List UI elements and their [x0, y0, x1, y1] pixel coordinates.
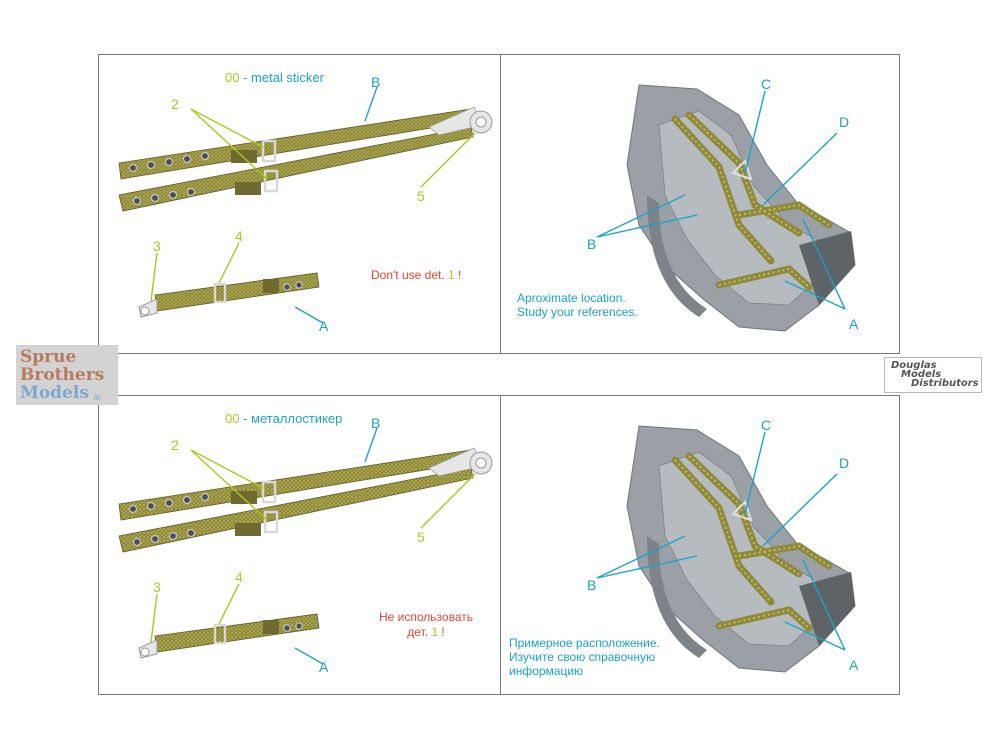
- warning-text: Don't use det. 1 !: [371, 268, 462, 282]
- label-b-strap: B: [371, 415, 381, 431]
- sticker-text: - металлостикер: [243, 411, 343, 426]
- label-b-seat: B: [587, 577, 597, 593]
- english-panel: 00 - metal sticker B 2 5 3 4 A Don't use…: [98, 54, 900, 354]
- label-a-seat: A: [849, 316, 859, 332]
- label-5: 5: [417, 529, 425, 545]
- sticker-code: 00: [225, 411, 240, 426]
- label-3: 3: [153, 579, 161, 595]
- location-note: Aproximate location. Study your referenc…: [517, 291, 638, 319]
- label-d: D: [839, 114, 850, 130]
- label-5: 5: [417, 188, 425, 204]
- label-a-strap: A: [319, 318, 329, 334]
- panel-divider: [500, 55, 501, 353]
- russian-artwork: [118, 425, 856, 673]
- label-4: 4: [235, 228, 243, 244]
- label-4: 4: [235, 569, 243, 585]
- sticker-code: 00: [225, 70, 240, 85]
- sticker-legend: 00 - metal sticker: [225, 71, 324, 84]
- seat-illustration: [626, 425, 856, 673]
- warning-text: Не использовать дет. 1 !: [379, 610, 473, 639]
- label-d: D: [839, 455, 850, 471]
- location-note: Примерное расположение. Изучите свою спр…: [509, 636, 660, 678]
- label-2: 2: [171, 437, 179, 453]
- russian-panel: 00 - металлостикер B 2 5 3 4 A Не исполь…: [98, 395, 900, 695]
- upper-strap: [118, 447, 493, 553]
- label-b-strap: B: [371, 74, 381, 90]
- english-artwork: [118, 84, 856, 332]
- buckle-upper: [261, 139, 277, 163]
- lap-strap: [138, 272, 320, 318]
- label-3: 3: [153, 238, 161, 254]
- label-c: C: [761, 76, 772, 92]
- sprue-brothers-logo: Sprue Brothers Models llc: [16, 345, 118, 405]
- sticker-legend: 00 - металлостикер: [225, 412, 342, 425]
- seat-illustration: [626, 84, 856, 332]
- douglas-models-logo: Douglas Models Distributors: [884, 357, 982, 393]
- label-c: C: [761, 417, 772, 433]
- panel-divider: [500, 396, 501, 694]
- lap-strap: [138, 613, 320, 659]
- label-2: 2: [171, 96, 179, 112]
- label-b-seat: B: [587, 236, 597, 252]
- sticker-text: - metal sticker: [243, 70, 324, 85]
- label-a-seat: A: [849, 657, 859, 673]
- upper-strap: [118, 106, 493, 212]
- buckle-lower: [263, 169, 279, 193]
- label-a-strap: A: [319, 659, 329, 675]
